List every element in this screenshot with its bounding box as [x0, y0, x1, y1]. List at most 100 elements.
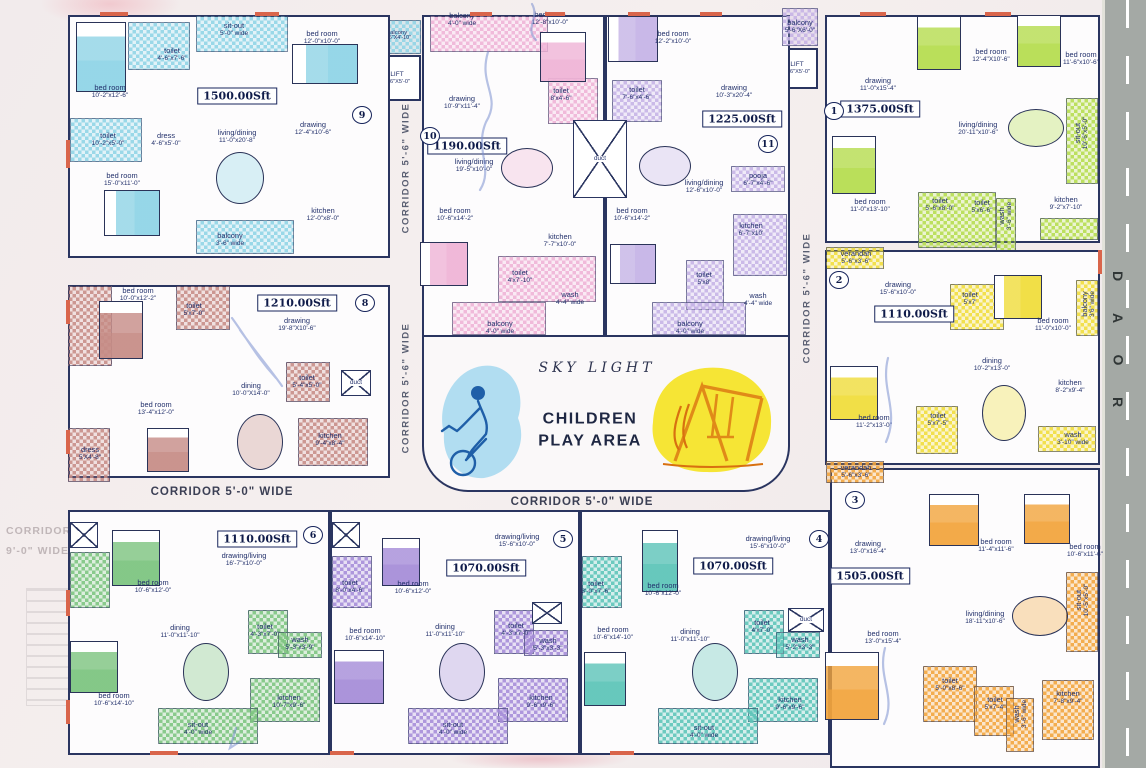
- room-name: bed room: [1069, 542, 1101, 552]
- room-name: dress: [156, 131, 176, 141]
- room-name: bed room: [122, 286, 154, 296]
- wall-accent-mark: [860, 12, 886, 16]
- road-letter: R: [1110, 396, 1127, 408]
- room-name: kitchen: [1056, 689, 1080, 699]
- room-name: bed room: [657, 29, 689, 39]
- room-name: toilet: [974, 198, 990, 208]
- room-name: toilet: [508, 621, 524, 631]
- room-name: living/dining: [684, 178, 724, 188]
- room-name: drawing: [855, 539, 881, 549]
- corridor-vertical-left-label-1: CORRIDOR 5'-6" WIDE: [400, 102, 412, 234]
- room-dimension: 5'-0" wide: [219, 30, 249, 38]
- room-dimension: 3'6" wide: [1089, 291, 1097, 317]
- room-name: kitchen: [739, 221, 763, 231]
- room-dimension: 3'-6" wide: [1021, 699, 1029, 729]
- room-name: bed room: [1037, 316, 1069, 326]
- room-name: bed room: [349, 626, 381, 636]
- room-dimension: 10'-6"x14'-2": [613, 215, 651, 223]
- flat-10-checker-patch: [452, 302, 546, 335]
- room-name: kitchen: [529, 693, 553, 703]
- room-dimension: 4'-6"x7'-6": [157, 55, 187, 63]
- room-name: verandah: [840, 463, 872, 473]
- flat-4-number-circle: 4: [809, 530, 829, 548]
- room-dimension: 7'-7"x10'-0": [543, 241, 577, 249]
- bed-icon: [642, 530, 678, 592]
- flat-5-checker-patch: [498, 678, 568, 722]
- flat-3-checker-patch: [1006, 698, 1034, 752]
- room-dimension: 10'-6"x12'-0": [134, 587, 172, 595]
- flat-8-number-circle: 8: [355, 294, 375, 312]
- room-dimension: 12'-2"x10'-0": [654, 38, 692, 46]
- flat-4-area-box: 1070.00Sft: [693, 557, 773, 575]
- room-dimension: 4'-0" wide: [438, 729, 468, 737]
- room-name: toilet: [257, 622, 273, 632]
- flat-10-checker-patch: [430, 16, 548, 52]
- duct-label: duct: [593, 154, 607, 163]
- room-name: pooja: [748, 171, 768, 181]
- room-name: drawing: [721, 83, 747, 93]
- room-name: toilet: [512, 268, 528, 278]
- flat-9-area-box: 1500.00Sft: [197, 87, 277, 105]
- room-dimension: 20'-11"x10'-6": [958, 129, 998, 137]
- room-name: drawing: [449, 94, 475, 104]
- room-name: bed room: [106, 171, 138, 181]
- room-name: living/dining: [958, 120, 998, 130]
- flat-2-area-box: 1110.00Sft: [874, 305, 954, 323]
- room-dimension: 6'-7"x4'-6": [743, 180, 773, 188]
- room-name: wash: [539, 636, 557, 646]
- wall-accent-mark: [66, 140, 70, 168]
- flat-2-number-circle: 2: [829, 271, 849, 289]
- room-name: kitchen: [548, 232, 572, 242]
- room-name: wash: [561, 290, 579, 300]
- bed-icon: [420, 242, 468, 286]
- bed-icon: [76, 22, 126, 92]
- room-dimension: 12'-4"x10'-6": [294, 129, 332, 137]
- flat-5-area-box: 1070.00Sft: [446, 559, 526, 577]
- sky-light-label: SKY LIGHT: [538, 360, 656, 376]
- bed-icon: [832, 136, 876, 194]
- room-dimension: 5'-6"x3'-6": [841, 472, 871, 480]
- flat-11-number-circle: 11: [758, 135, 778, 153]
- corridor-horizontal-label-2: CORRIDOR 5'-0" WIDE: [510, 496, 654, 508]
- room-dimension: 10'-2"x5'-0": [91, 140, 125, 148]
- room-dimension: 7'-6"x4'-6": [622, 94, 652, 102]
- wall-accent-mark: [610, 751, 634, 755]
- flat-5-checker-patch: [332, 556, 372, 608]
- room-name: kitchen: [1054, 195, 1078, 205]
- room-dimension: 19'-5"x10'-0": [455, 166, 493, 174]
- flat-11-checker-patch: [733, 214, 787, 276]
- room-name: living/dining: [217, 128, 257, 138]
- dining-table-icon: [439, 643, 485, 701]
- room-dimension: 11'-0"x11'-10": [160, 632, 200, 640]
- room-name: toilet: [696, 270, 712, 280]
- room-name: bed room: [975, 47, 1007, 57]
- room-dimension: 5'-3"x3'-9": [285, 644, 315, 652]
- room-name: bed room: [98, 691, 130, 701]
- flat-8-area-box: 1210.00Sft: [257, 294, 337, 312]
- duct-shaft: duct: [573, 120, 627, 198]
- room-name: verandah: [840, 249, 872, 259]
